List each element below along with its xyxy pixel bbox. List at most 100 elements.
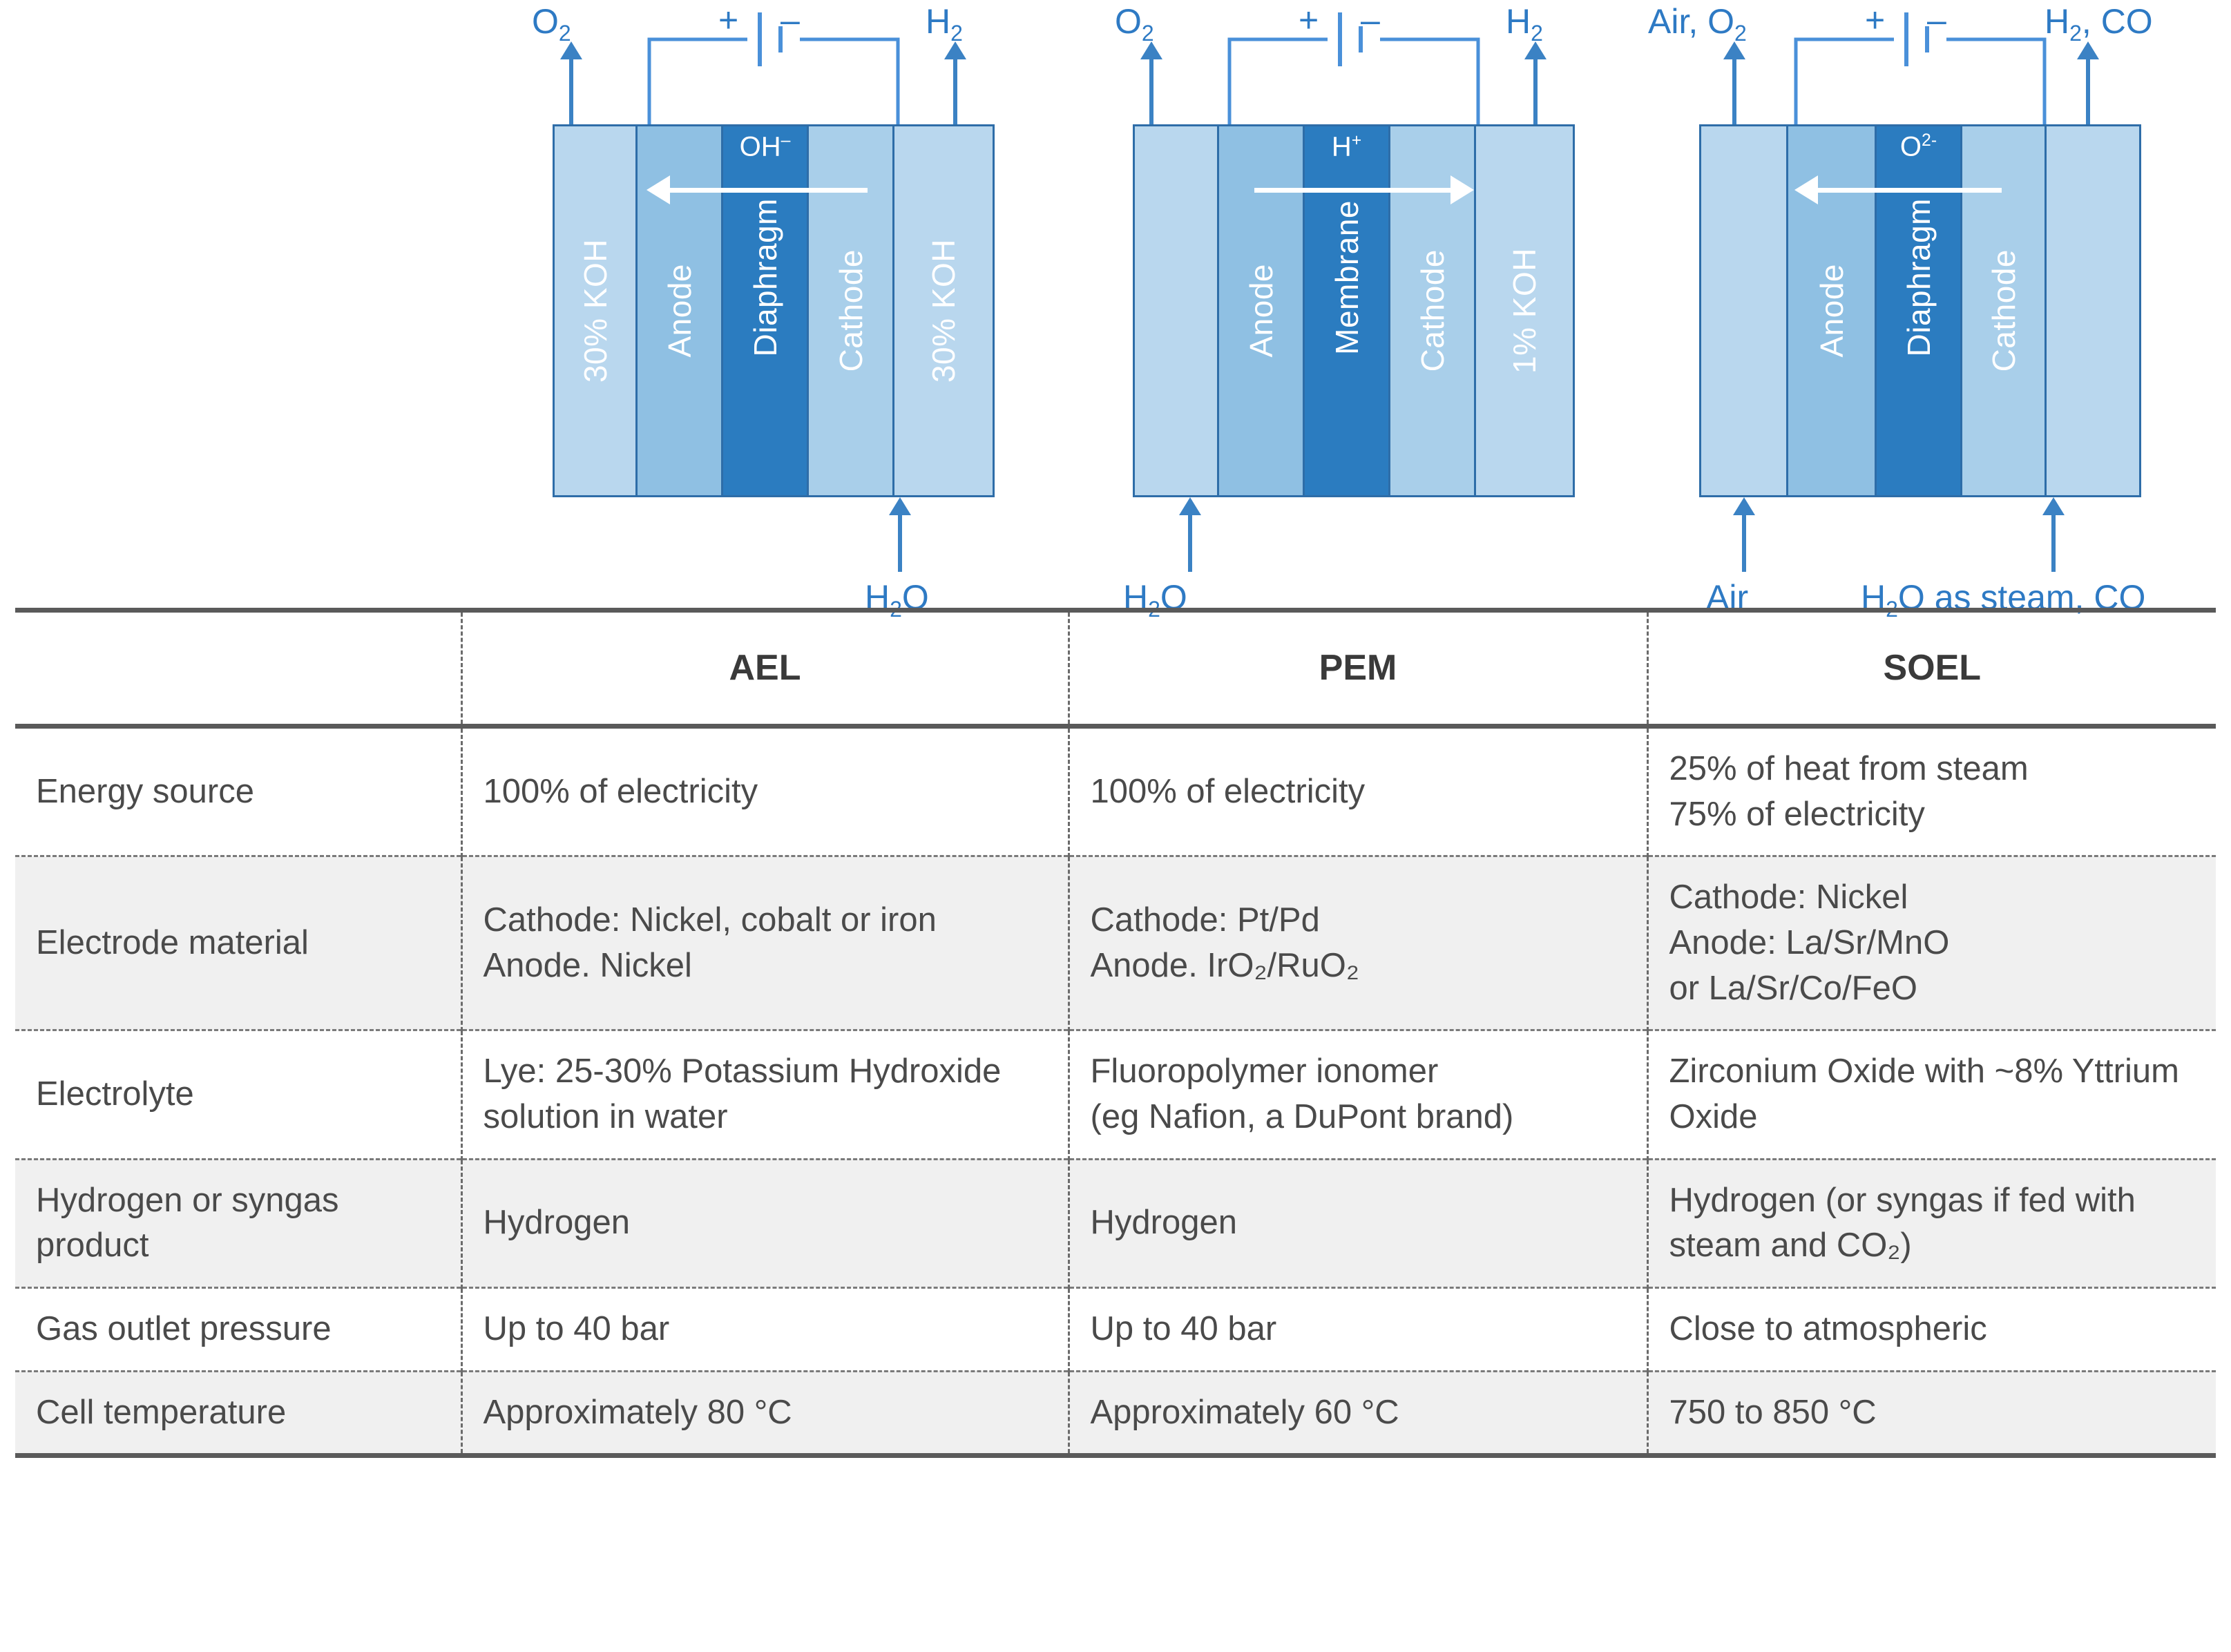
cell-line: or La/Sr/Co/FeO: [1669, 969, 1917, 1007]
cell-pem: 100% of electricity: [1067, 726, 1649, 856]
cell-stack-pem: Anode H+ Membrane Cathode 1% KOH: [1133, 124, 1575, 497]
row-label: Energy source: [15, 726, 463, 856]
layer-label: Cathode: [832, 249, 869, 372]
layer-electrolyte-right-pem: 1% KOH: [1476, 126, 1573, 495]
cell-stack-soel: Anode O2- Diaphragm Cathode: [1699, 124, 2141, 497]
gas-arrow-air-o2-soel: [1723, 41, 1745, 124]
table-header-row: AEL PEM SOEL: [15, 610, 2216, 727]
header-pem: PEM: [1067, 610, 1649, 727]
battery-plus-label-ael: +: [718, 1, 739, 39]
layer-cathode-pem: Cathode: [1390, 126, 1476, 495]
layer-cathode-ael: Cathode: [809, 126, 894, 495]
cell-line: Hydrogen: [483, 1204, 630, 1242]
cell-line: Lye: 25-30% Potassium Hydroxide solution…: [483, 1053, 1002, 1135]
cell-pem: Approximately 60 °C: [1067, 1371, 1649, 1456]
cell-ael: Approximately 80 °C: [460, 1371, 1070, 1456]
layer-diaphragm-ael: OH– Diaphragm: [723, 126, 809, 495]
table-row: Electrolyte Lye: 25-30% Potassium Hydrox…: [15, 1030, 2216, 1160]
table-row: Cell temperature Approximately 80 °C App…: [15, 1371, 2216, 1456]
row-label: Gas outlet pressure: [15, 1287, 463, 1372]
cell-ael: Lye: 25-30% Potassium Hydroxide solution…: [460, 1030, 1070, 1160]
cell-ael: Up to 40 bar: [460, 1287, 1070, 1372]
gas-label-air-o2-soel: Air, O2: [1648, 2, 1747, 46]
inlet-arrow-h2o-ael: [889, 497, 911, 572]
cell-line: 100% of electricity: [483, 772, 758, 810]
row-label: Electrode material: [15, 856, 463, 1030]
inlet-arrow-air-soel: [1733, 497, 1755, 572]
cell-line: 25% of heat from steam: [1669, 750, 2029, 787]
gas-arrow-h2-ael: [944, 41, 966, 124]
circuit-pem: [1227, 12, 1480, 128]
cell-line: Zirconium Oxide with ~8% Yttrium Oxide: [1669, 1053, 2179, 1135]
cell-line: Anode. Nickel: [483, 946, 692, 984]
ion-label-soel: O2-: [1899, 131, 1937, 162]
layer-label: Membrane: [1328, 200, 1365, 355]
diagram-soel: + – Air, O2 H2, CO Anode O2- Diaphragm C…: [1648, 0, 2153, 622]
table-row: Gas outlet pressure Up to 40 bar Up to 4…: [15, 1287, 2216, 1372]
cell-ael: 100% of electricity: [460, 726, 1070, 856]
layer-label: Diaphragm: [747, 198, 783, 357]
layer-cathode-soel: Cathode: [1962, 126, 2047, 495]
gas-arrow-h2-co-soel: [2077, 41, 2099, 124]
inlet-arrow-steam-co-soel: [2042, 497, 2065, 572]
cell-line: Fluoropolymer ionomer: [1090, 1053, 1439, 1091]
header-blank: [15, 610, 463, 727]
cell-line: 75% of electricity: [1669, 795, 1925, 833]
gas-label-h2-pem: H2: [1506, 2, 1543, 46]
cell-line: Up to 40 bar: [1090, 1309, 1277, 1347]
battery-minus-label-pem: –: [1361, 1, 1380, 39]
cell-stack-ael: 30% KOH Anode OH– Diaphragm Cathode 30% …: [553, 124, 995, 497]
layer-membrane-pem: H+ Membrane: [1305, 126, 1390, 495]
circuit-soel: [1794, 12, 2047, 128]
cell-ael: Hydrogen: [460, 1159, 1070, 1288]
battery-plus-label-soel: +: [1865, 1, 1886, 39]
cell-line: Approximately 60 °C: [1090, 1393, 1399, 1431]
cell-soel: 750 to 850 °C: [1646, 1371, 2216, 1456]
diagram-pem: + – O2 H2 Anode H+ Membrane Cathode: [1115, 0, 1575, 622]
header-ael: AEL: [460, 610, 1070, 727]
comparison-table: AEL PEM SOEL Energy source 100% of elect…: [15, 608, 2216, 1458]
table-row: Hydrogen or syngas product Hydrogen Hydr…: [15, 1159, 2216, 1288]
row-label: Electrolyte: [15, 1030, 463, 1160]
cell-line: Anode. IrO₂/RuO₂: [1090, 946, 1359, 984]
cell-line: Hydrogen: [1090, 1204, 1237, 1242]
layer-label: Anode: [1813, 264, 1850, 358]
battery-minus-label-soel: –: [1927, 1, 1946, 39]
row-label: Cell temperature: [15, 1371, 463, 1456]
gas-arrow-o2-ael: [560, 41, 582, 124]
layer-blank-right-soel: [2047, 126, 2139, 495]
layer-anode-pem: Anode: [1219, 126, 1305, 495]
layer-label: Anode: [1243, 264, 1279, 358]
cell-soel: Hydrogen (or syngas if fed with steam an…: [1646, 1159, 2216, 1288]
cell-line: Cathode: Nickel, cobalt or iron: [483, 901, 937, 939]
cell-line: Approximately 80 °C: [483, 1393, 792, 1431]
layer-label: Anode: [661, 264, 698, 358]
table-row: Electrode material Cathode: Nickel, coba…: [15, 856, 2216, 1030]
cell-pem: Up to 40 bar: [1067, 1287, 1649, 1372]
battery-plus-label-pem: +: [1299, 1, 1319, 39]
cell-line: 100% of electricity: [1090, 772, 1366, 810]
table-body: Energy source 100% of electricity 100% o…: [15, 726, 2216, 1456]
gas-label-h2-ael: H2: [926, 2, 963, 46]
gas-label-o2-pem: O2: [1115, 2, 1154, 46]
table-row: Energy source 100% of electricity 100% o…: [15, 726, 2216, 856]
layer-electrolyte-left-ael: 30% KOH: [555, 126, 638, 495]
gas-label-o2-ael: O2: [532, 2, 571, 46]
gas-label-h2-co-soel: H2, CO: [2045, 2, 2153, 46]
ion-label-ael: OH–: [739, 131, 791, 162]
table-head: AEL PEM SOEL: [15, 610, 2216, 727]
cell-line: Anode: La/Sr/MnO: [1669, 923, 1950, 961]
layer-label: Diaphragm: [1900, 198, 1937, 357]
cell-pem: Hydrogen: [1067, 1159, 1649, 1288]
diagram-ael: + – O2 H2 30% KOH Anode OH– Diaphragm Ca…: [532, 0, 995, 622]
ion-label-pem: H+: [1331, 131, 1362, 162]
inlet-arrow-h2o-pem: [1179, 497, 1201, 572]
cell-line: Close to atmospheric: [1669, 1309, 1987, 1347]
layer-label: 30% KOH: [577, 238, 613, 383]
electrolyser-diagrams: + – O2 H2 30% KOH Anode OH– Diaphragm Ca…: [0, 0, 2231, 622]
layer-electrolyte-right-ael: 30% KOH: [894, 126, 993, 495]
layer-diaphragm-soel: O2- Diaphragm: [1877, 126, 1962, 495]
